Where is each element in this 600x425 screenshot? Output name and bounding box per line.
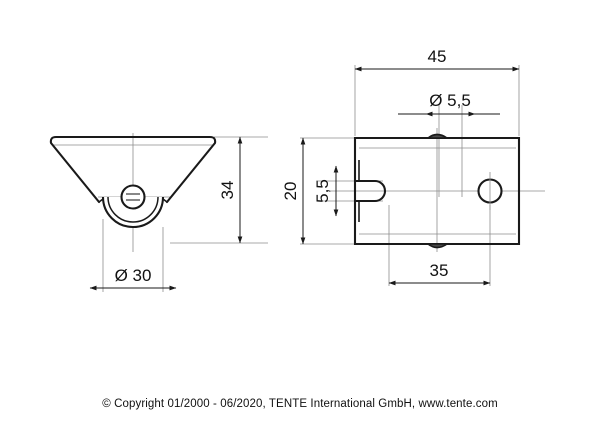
dimension-dia-30: Ø 30: [89, 266, 177, 291]
mounting-slot-outline: [355, 179, 387, 203]
hub-centre-marks: [126, 193, 140, 201]
wheel-hub-circle: [120, 184, 146, 210]
wheel-outer-profile: [101, 196, 165, 228]
dimension-slot-55: 5,5: [313, 165, 339, 217]
copyright-notice: © Copyright 01/2000 - 06/2020, TENTE Int…: [102, 398, 498, 410]
dimension-label-slot55: 5,5: [313, 179, 332, 203]
dimension-35: 35: [388, 261, 491, 286]
mounting-plate-outline: [353, 136, 521, 246]
wheel-inner-tread-line: [107, 196, 159, 223]
dimension-label-35: 35: [430, 261, 449, 280]
dimension-34: 34: [218, 136, 243, 244]
front-view-group: 34 Ø 30: [49, 133, 268, 292]
dimension-dia-55: Ø 5,5: [398, 91, 500, 117]
fork-wheel-junction: [98, 198, 168, 203]
dimension-label-20: 20: [281, 182, 300, 201]
dimension-label-45: 45: [428, 47, 447, 66]
plate-tab-bottom: [425, 243, 450, 249]
dimension-20: 20: [281, 137, 306, 245]
top-view-group: 45 Ø 5,5 20 5,5 35: [281, 47, 545, 286]
dimension-label-dia55: Ø 5,5: [429, 91, 471, 110]
dimension-label-34: 34: [218, 181, 237, 200]
dimension-45: 45: [354, 47, 520, 72]
plate-tab-top: [425, 133, 450, 139]
bracket-outline: [49, 135, 217, 204]
top-view-thin-lines: [300, 65, 545, 286]
dimension-label-dia30: Ø 30: [115, 266, 152, 285]
